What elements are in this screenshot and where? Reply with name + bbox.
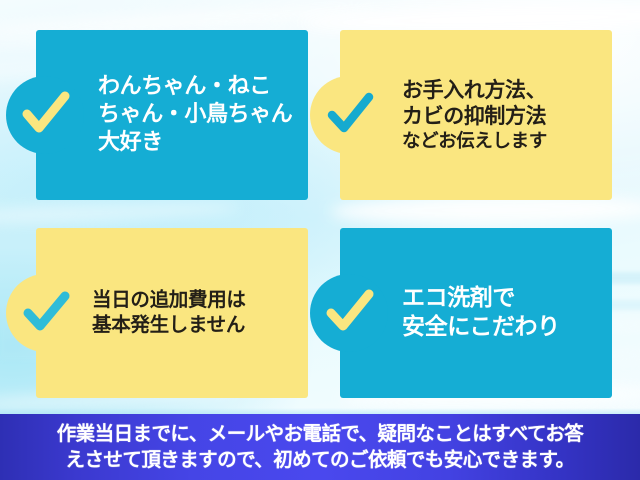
card-line: 大好き <box>98 129 163 155</box>
caption-bar: 作業当日までに、メールやお電話で、疑問なことはすべてお答 えさせて頂きますので、… <box>0 414 640 480</box>
feature-card-4: エコ洗剤で 安全にこだわり <box>310 228 612 398</box>
card-line: 安全にこだわり <box>402 314 560 340</box>
card-line: ちゃん・小鳥ちゃん <box>98 102 293 128</box>
card-text-block: 当日の追加費用は 基本発生しません <box>36 288 308 337</box>
feature-card-3: 当日の追加費用は 基本発生しません <box>6 228 308 398</box>
feature-card-1: わんちゃん・ねこ ちゃん・小鳥ちゃん 大好き <box>6 30 308 200</box>
card-text-block: わんちゃん・ねこ ちゃん・小鳥ちゃん 大好き <box>36 73 308 156</box>
check-icon <box>322 285 378 341</box>
card-text-block: お手入れ方法、 カビの抑制方法 などお伝えします <box>340 77 612 153</box>
card-line: などお伝えします <box>402 130 547 152</box>
card-text-block: エコ洗剤で 安全にこだわり <box>340 284 612 342</box>
check-icon <box>18 285 74 341</box>
card-line: カビの抑制方法 <box>402 104 547 129</box>
caption-line: えさせて頂きますので、初めてのご依頼でも安心できます。 <box>65 448 575 471</box>
card-line: 当日の追加費用は <box>92 288 246 312</box>
caption-separator <box>0 408 640 414</box>
card-check-bump <box>310 76 388 154</box>
card-line: エコ洗剤で <box>402 285 516 312</box>
caption-line: 作業当日までに、メールやお電話で、疑問なことはすべてお答 <box>56 422 584 446</box>
check-icon <box>322 87 378 143</box>
feature-card-2: お手入れ方法、 カビの抑制方法 などお伝えします <box>310 30 612 200</box>
card-line: お手入れ方法、 <box>402 77 547 102</box>
card-line: 基本発生しません <box>92 313 246 336</box>
card-line: わんちゃん・ねこ <box>98 74 271 100</box>
check-icon <box>18 87 74 143</box>
